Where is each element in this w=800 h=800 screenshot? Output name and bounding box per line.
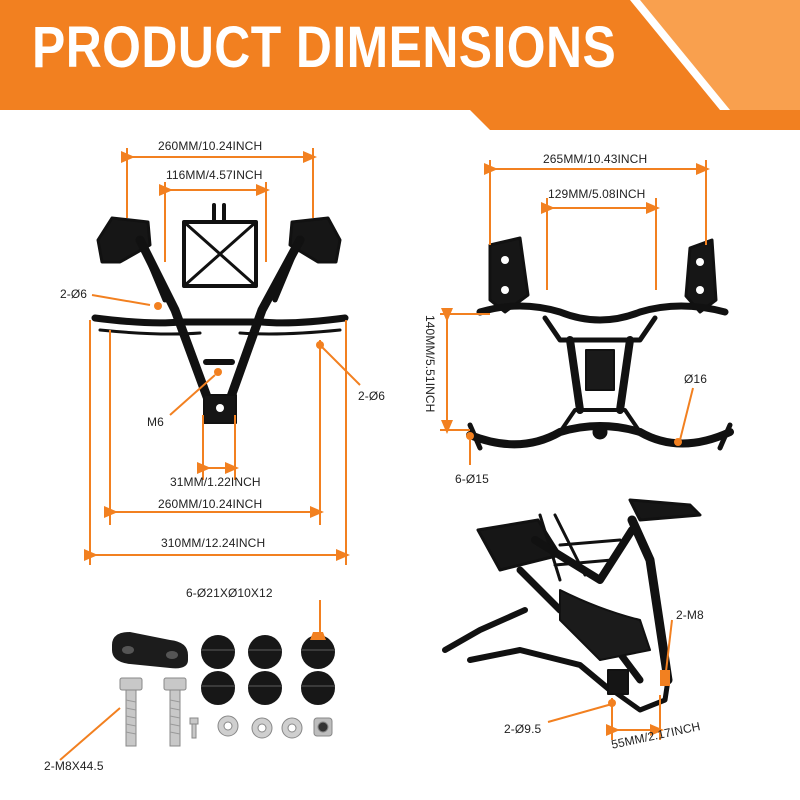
front-bottom-width-label: 310MM/12.24INCH <box>161 536 266 550</box>
iso-pin-holes-label: 2-Ø9.5 <box>504 722 542 736</box>
front-hole-right-label: 2-Ø6 <box>358 389 386 403</box>
rear-view-frame <box>466 236 734 451</box>
page-title: PRODUCT DIMENSIONS <box>32 15 617 80</box>
iso-bolt-holes-label: 2-M8 <box>676 608 704 622</box>
front-top-width-label: 260MM/10.24INCH <box>158 139 263 153</box>
rear-hole-large-label: Ø16 <box>684 372 707 386</box>
front-tab-width-label: 31MM/1.22INCH <box>170 475 261 489</box>
front-hole-left-label: 2-Ø6 <box>60 287 88 301</box>
hardware-bolts-label: 2-M8X44.5 <box>44 759 104 773</box>
front-view-frame <box>91 203 349 424</box>
front-inner-width-label: 116MM/4.57INCH <box>166 168 263 182</box>
rear-top-width-label: 265MM/10.43INCH <box>543 152 648 166</box>
front-mid-width-label: 260MM/10.24INCH <box>158 497 263 511</box>
header-banner <box>0 0 800 130</box>
rear-height-label: 140MM/5.51INCH <box>423 315 437 413</box>
iso-view-frame <box>442 498 702 713</box>
rear-inner-width-label: 129MM/5.08INCH <box>548 187 646 201</box>
front-thread-label: M6 <box>147 415 164 429</box>
hardware-kit <box>112 632 335 747</box>
rear-holes-label: 6-Ø15 <box>455 472 489 486</box>
hardware-grommets-label: 6-Ø21XØ10X12 <box>186 586 273 600</box>
